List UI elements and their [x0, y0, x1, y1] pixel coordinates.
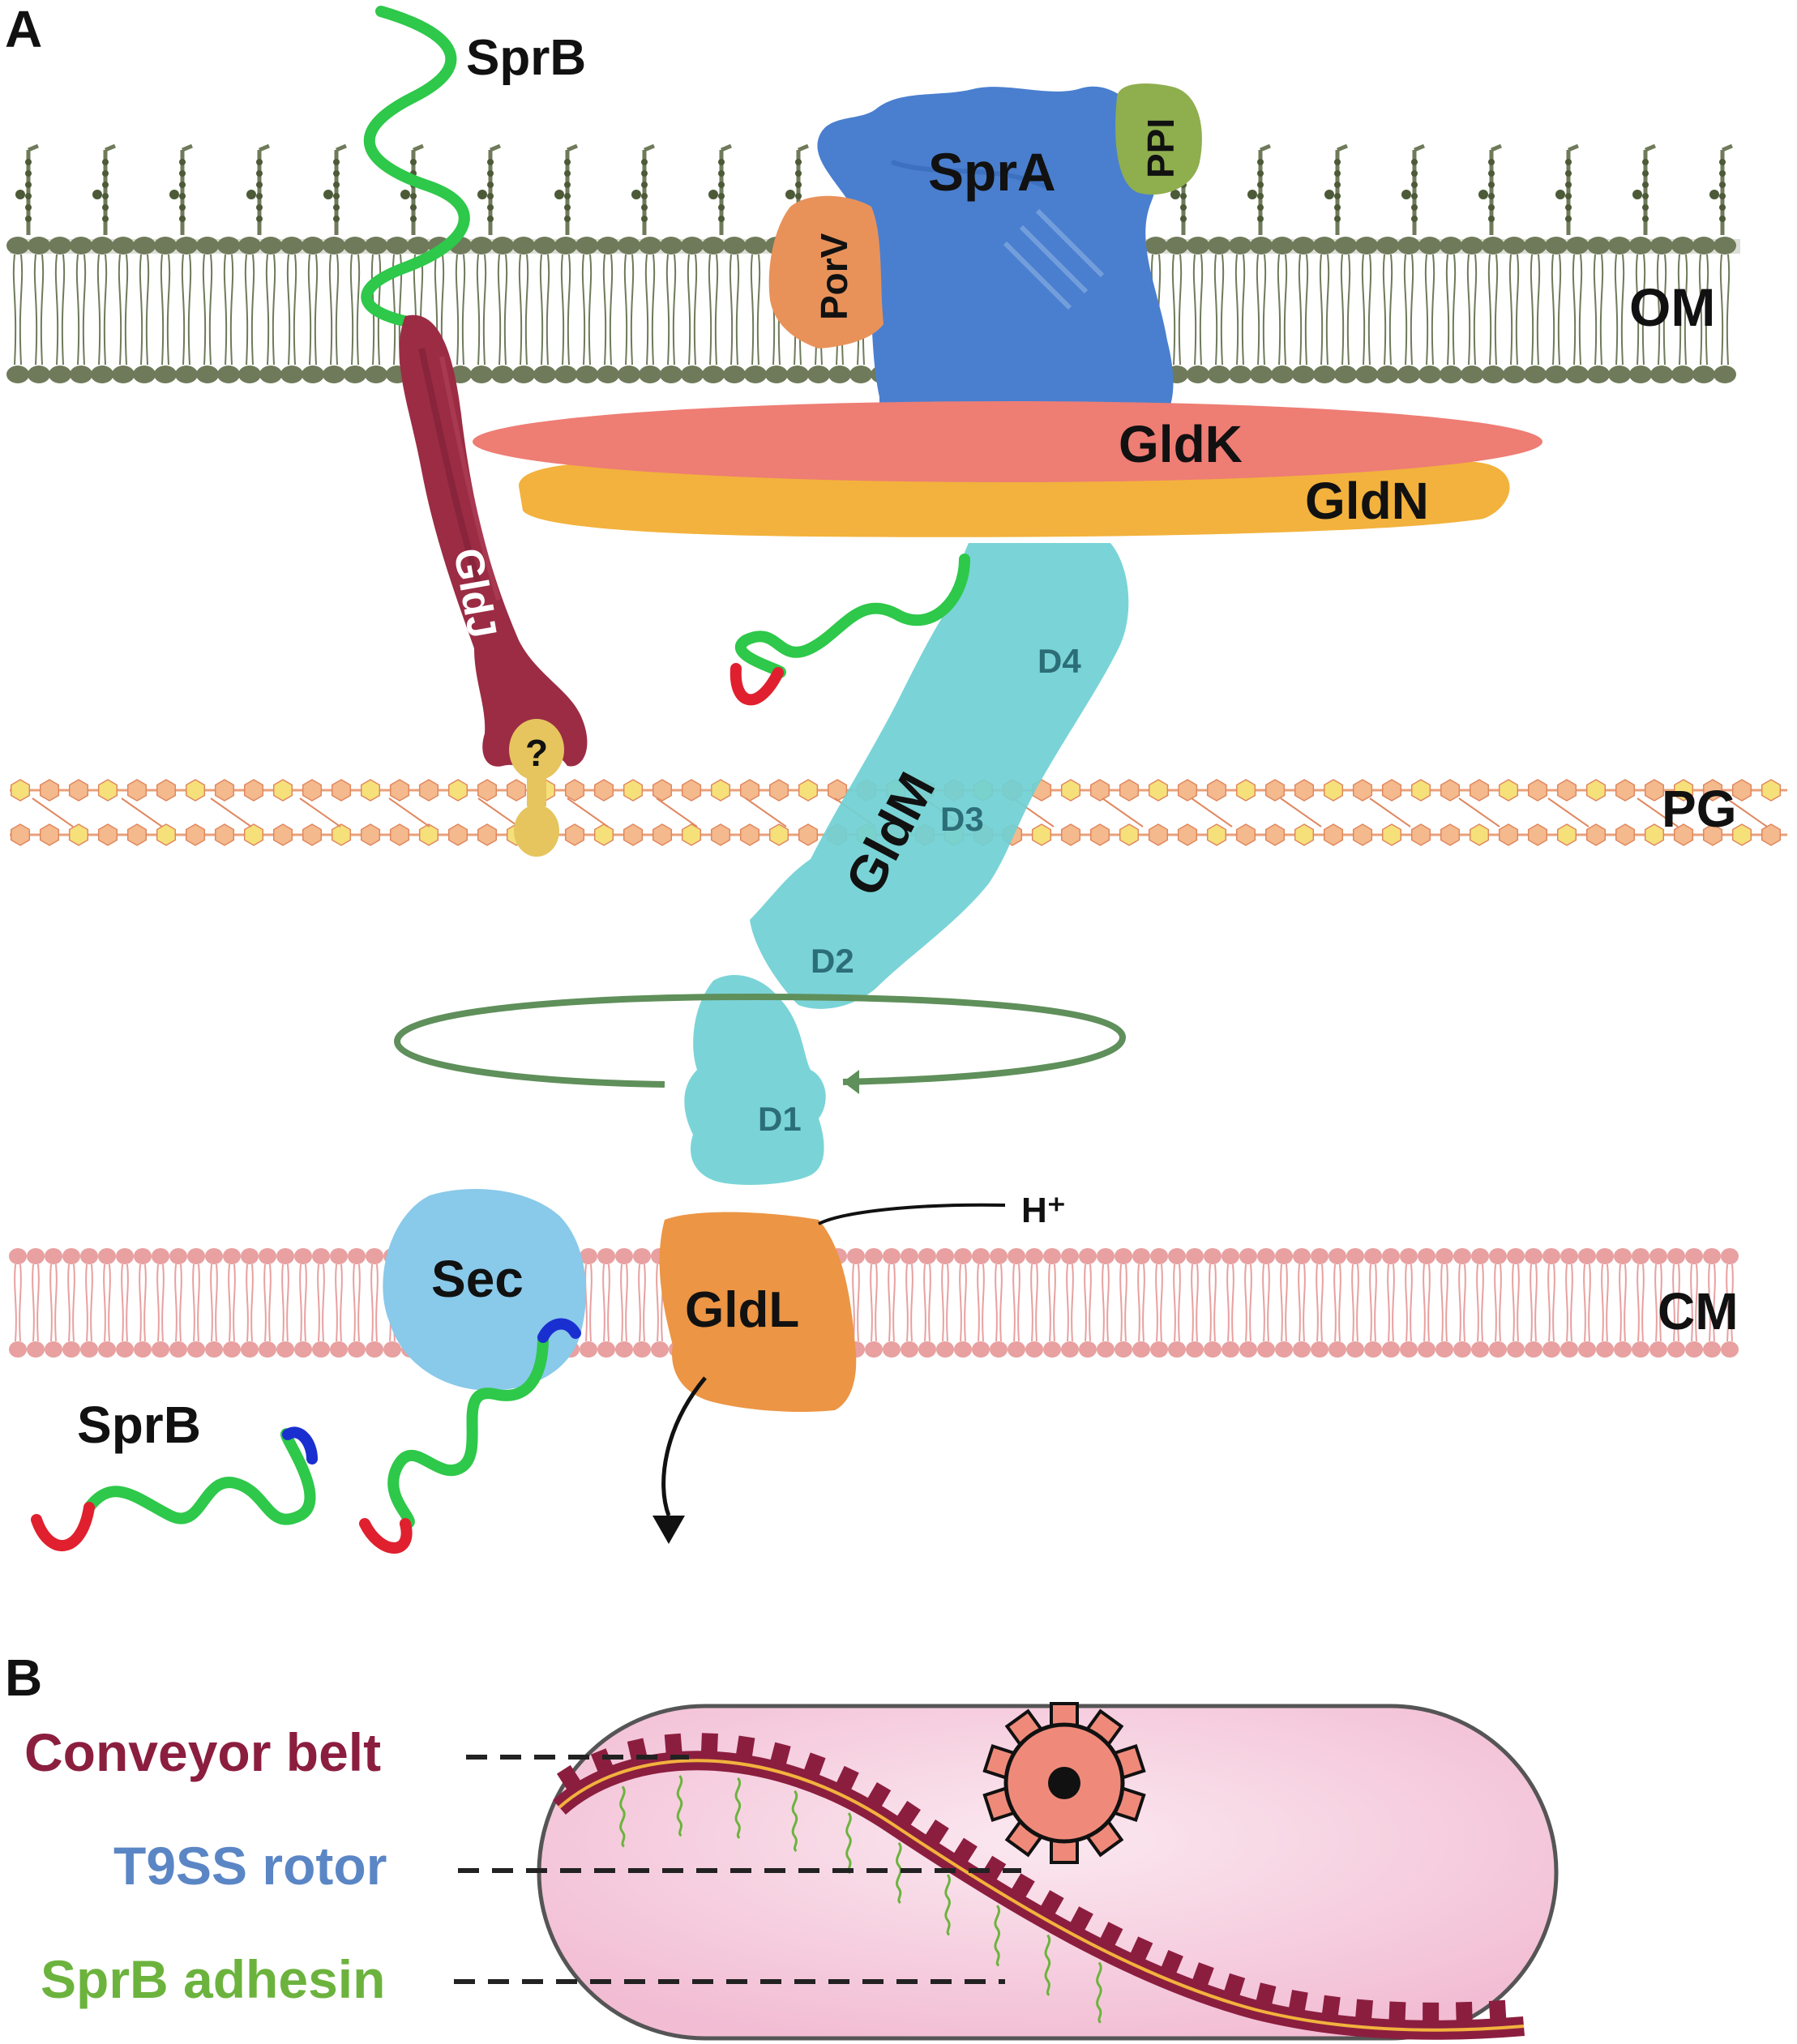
- unknown-partner: [509, 719, 564, 857]
- conveyor-belt-stripe: [558, 1759, 1525, 2032]
- spra-label: SprA: [928, 142, 1056, 202]
- om-label: OM: [1629, 277, 1715, 337]
- conveyor-belt-label: Conveyor belt: [24, 1722, 381, 1782]
- sprb-surface-strand: [361, 6, 470, 330]
- cytoplasmic-membrane: [9, 1248, 1739, 1358]
- cm-outer-leaflet: [9, 1248, 1739, 1264]
- proton-flow-arrow: [652, 1203, 1006, 1544]
- gldn-label: GldN: [1305, 472, 1429, 530]
- pg-label: PG: [1662, 780, 1736, 838]
- sec-translocon: [383, 1189, 586, 1391]
- gldj-protein: [399, 314, 588, 767]
- cm-lipid-tails: [14, 1264, 1734, 1342]
- gldk-protein: [473, 401, 1542, 482]
- cm-label: CM: [1658, 1282, 1739, 1341]
- porv-label: PorV: [813, 233, 855, 320]
- sprb-cytoplasmic: [31, 1426, 318, 1552]
- domain-d3-label: D3: [940, 800, 984, 838]
- gldl-label: GldL: [685, 1282, 799, 1338]
- unknown-label: ?: [525, 732, 548, 774]
- gldk-label: GldK: [1119, 415, 1243, 473]
- ppi-protein: [1115, 83, 1202, 195]
- porv-protein: [768, 195, 884, 349]
- domain-d2-label: D2: [811, 942, 854, 980]
- sprb-in-sec: [359, 1318, 581, 1554]
- sprb-secretion-intermediate: [729, 554, 970, 706]
- om-inner-leaflet: [6, 366, 1736, 383]
- rotation-arrow: [393, 993, 1127, 1094]
- sec-label: Sec: [431, 1250, 524, 1308]
- sprb-adhesin-label: SprB adhesin: [41, 1949, 385, 2009]
- cm-inner-leaflet: [9, 1341, 1739, 1358]
- domain-d4-label: D4: [1038, 642, 1081, 680]
- cell-diagram: [537, 1702, 1559, 2041]
- t9ss-rotor-gear: [982, 1702, 1146, 1864]
- spra-protein: [817, 86, 1174, 414]
- domain-d1-label: D1: [758, 1100, 802, 1138]
- ppi-label: PPI: [1140, 118, 1182, 178]
- sprb-top-label: SprB: [466, 30, 586, 86]
- sprb-bottom-label: SprB: [77, 1396, 201, 1454]
- gldj-label: GldJ: [445, 545, 505, 641]
- proton-label: H⁺: [1021, 1191, 1066, 1230]
- panel-a-letter: A: [5, 0, 42, 58]
- panel-b-letter: B: [5, 1648, 42, 1707]
- t9ss-rotor-label: T9SS rotor: [113, 1836, 387, 1896]
- gldl-protein: [659, 1212, 857, 1412]
- gldm-protein: [684, 543, 1129, 1185]
- sprb-adhesin-strands: [619, 1775, 1102, 2024]
